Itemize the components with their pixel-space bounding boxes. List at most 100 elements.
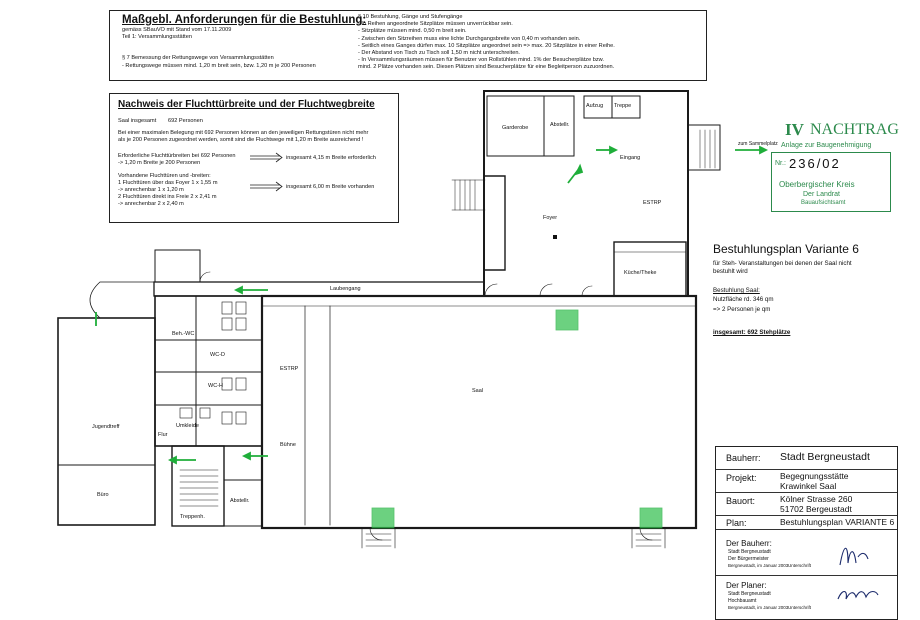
room-eingang: Eingang bbox=[620, 155, 641, 161]
proof-arrows bbox=[250, 152, 283, 192]
room-buehne: Bühne bbox=[280, 442, 296, 448]
exit-marker-foyer bbox=[555, 309, 579, 331]
tb-projekt-val2: Krawinkel Saal bbox=[780, 481, 837, 491]
planer-signature bbox=[837, 590, 879, 600]
tb-bauherr-val: Stadt Bergneustadt bbox=[780, 451, 870, 463]
wc-cabins bbox=[179, 301, 247, 425]
proof-exist-1: Vorhandene Fluchttüren und -breiten: bbox=[118, 173, 211, 179]
req-line: - Seitlich eines Ganges dürfen max. 10 S… bbox=[358, 42, 615, 49]
foyer-stairs bbox=[451, 179, 486, 211]
room-saal: Saal bbox=[472, 388, 484, 394]
treppe-walls bbox=[611, 95, 641, 119]
room-buero: Büro bbox=[97, 492, 109, 498]
tb-pl-line2: Hochbauamt bbox=[728, 598, 757, 604]
proof-total-value: 692 Personen bbox=[168, 118, 203, 124]
stamp-border bbox=[771, 152, 891, 212]
room-abstell-foyer: Abstellr. bbox=[550, 122, 570, 128]
tb-bh-line1: Stadt Bergneustadt bbox=[728, 549, 771, 555]
tb-bauort-val1: Kölner Strasse 260 bbox=[780, 494, 853, 504]
proof-total-label: Saal insgesamt bbox=[118, 118, 157, 124]
proof-title: Nachweis der Fluchttürbreite und der Flu… bbox=[118, 99, 375, 110]
requirements-sub2: Teil 1: Versammlungsstätten bbox=[122, 34, 192, 40]
abstell-left bbox=[223, 479, 263, 527]
plan-heading: Bestuhlungsplan Variante 6 bbox=[713, 242, 859, 256]
bauherr-signature bbox=[839, 547, 869, 566]
stamp-line3: Der Landrat bbox=[803, 191, 840, 198]
room-wc-h: WC-H bbox=[208, 383, 223, 389]
tb-bauort-key: Bauort: bbox=[726, 496, 756, 506]
req-line: - In Reihen angeordnete Sitzplätze müsse… bbox=[358, 21, 513, 28]
foyer-stair-walls bbox=[483, 175, 506, 271]
plan-desc-2: bestuhlt wird bbox=[713, 268, 748, 275]
plan-desc-1: für Steh- Veranstaltungen bei denen der … bbox=[713, 260, 852, 267]
exit-marker-left bbox=[371, 507, 395, 529]
room-estrp-foyer: ESTRP bbox=[643, 200, 662, 206]
left-wing bbox=[57, 317, 156, 526]
proof-para-1: Bei einer maximalen Belegung mit 692 Per… bbox=[118, 130, 369, 136]
stamp-line4: Bauaufsichtsamt bbox=[801, 200, 846, 206]
tb-plan-val: Bestuhlungsplan VARIANTE 6 bbox=[780, 517, 895, 527]
room-kueche: Küche/Theke bbox=[624, 270, 657, 276]
tb-bauort-val2: 51702 Bergeustadt bbox=[780, 504, 852, 514]
tb-bh-line3: Bergneustadt, im Januar 2003 bbox=[728, 563, 789, 568]
stamp-line1: Anlage zur Baugenehmigung bbox=[781, 142, 872, 149]
requirements-para2: - Rettungswege müssen mind. 1,20 m breit… bbox=[122, 63, 316, 69]
stamp-line2: Oberbergischer Kreis bbox=[779, 180, 855, 189]
room-aufzug: Aufzug bbox=[586, 103, 604, 109]
green-exit-markers bbox=[371, 309, 663, 529]
plan-area: Nutzfläche rd. 346 qm bbox=[713, 296, 774, 303]
proof-para-2: als je 200 Personen zugeordnet werden, s… bbox=[118, 137, 364, 143]
foyer-column bbox=[553, 235, 557, 239]
abstell-walls bbox=[543, 95, 575, 157]
proof-req-right: insgesamt 4,15 m Breite erforderlich bbox=[286, 155, 376, 161]
exit-stairs bbox=[361, 527, 666, 549]
door-swings bbox=[199, 271, 653, 541]
label-sammelplatz: zum Sammelplatz bbox=[738, 141, 778, 147]
approval-stamp: IV NACHTRAG Anlage zur Baugenehmigung Nr… bbox=[755, 120, 899, 230]
tb-plan-key: Plan: bbox=[726, 518, 747, 528]
kueche-walls bbox=[613, 241, 687, 297]
tb-projekt-val1: Begegnungsstätte bbox=[780, 471, 849, 481]
room-garderobe: Garderobe bbox=[502, 125, 529, 131]
entrance-canopy bbox=[687, 124, 721, 171]
req-line: mind. 2 Plätze vorhanden sein. Diesen Pl… bbox=[358, 64, 615, 71]
requirements-title: Maßgebl. Anforderungen für die Bestuhlun… bbox=[122, 14, 367, 26]
room-flur: Flur bbox=[158, 432, 168, 438]
tb-bauherr-key: Bauherr: bbox=[726, 453, 761, 463]
tb-pl-line1: Stadt Bergneustadt bbox=[728, 591, 771, 597]
plan-saal-label: Bestuhlung Saal: bbox=[713, 287, 760, 294]
requirements-sub1: gemäss SBauVO mit Stand vom 17.11.2009 bbox=[122, 27, 232, 33]
room-treppenhaus: Treppenh. bbox=[180, 514, 205, 520]
requirements-box: Maßgebl. Anforderungen für die Bestuhlun… bbox=[109, 10, 707, 81]
plan-density: => 2 Personen je qm bbox=[713, 306, 771, 313]
room-treppe: Treppe bbox=[614, 103, 632, 109]
proof-exist-5: -> anrechenbar 2 x 2,40 m bbox=[118, 201, 184, 207]
tb-der-bauherr: Der Bauherr: bbox=[726, 539, 772, 548]
room-beh-wc: Beh.-WC bbox=[172, 331, 195, 337]
requirements-para1: § 7 Bemessung der Rettungswege von Versa… bbox=[122, 55, 274, 61]
tb-projekt-key: Projekt: bbox=[726, 473, 757, 483]
laubengang bbox=[153, 281, 485, 297]
proof-exist-2: 1 Fluchttüren über das Foyer 1 x 1,55 m bbox=[118, 180, 218, 186]
green-escape-arrows bbox=[95, 145, 769, 465]
saal-walls bbox=[260, 294, 698, 530]
foyer-walls bbox=[483, 90, 689, 297]
title-block: Bauherr: Stadt Bergneustadt Projekt: Beg… bbox=[715, 446, 898, 620]
tb-pl-line3: Bergneustadt, im Januar 2003 bbox=[728, 605, 789, 610]
proof-req-2: -> 1,20 m Breite je 200 Personen bbox=[118, 160, 201, 166]
room-jugendtreff: Jugendtreff bbox=[92, 424, 120, 430]
proof-box: Nachweis der Fluchttürbreite und der Flu… bbox=[109, 93, 399, 223]
proof-req-1: Erforderliche Fluchttürbreiten bei 692 P… bbox=[118, 153, 236, 159]
proof-exist-4: 2 Fluchttüren direkt ins Freie 2 x 2,41 … bbox=[118, 194, 217, 200]
room-estrp-saal: ESTRP bbox=[280, 366, 299, 372]
room-wc-d: WC-D bbox=[210, 352, 225, 358]
proof-exist-3: -> anrechenbar 1 x 1,20 m bbox=[118, 187, 184, 193]
req-line: - Sitzplätze müssen mind. 0,50 m breit s… bbox=[358, 28, 467, 35]
exit-marker-right bbox=[639, 507, 663, 529]
tb-der-planer: Der Planer: bbox=[726, 581, 767, 590]
stamp-roman: IV bbox=[785, 120, 804, 139]
stamp-nr-value: 236/02 bbox=[789, 156, 841, 171]
room-umkleide: Umkleide bbox=[176, 423, 199, 429]
room-abstell-left: Abstellr. bbox=[230, 498, 250, 504]
